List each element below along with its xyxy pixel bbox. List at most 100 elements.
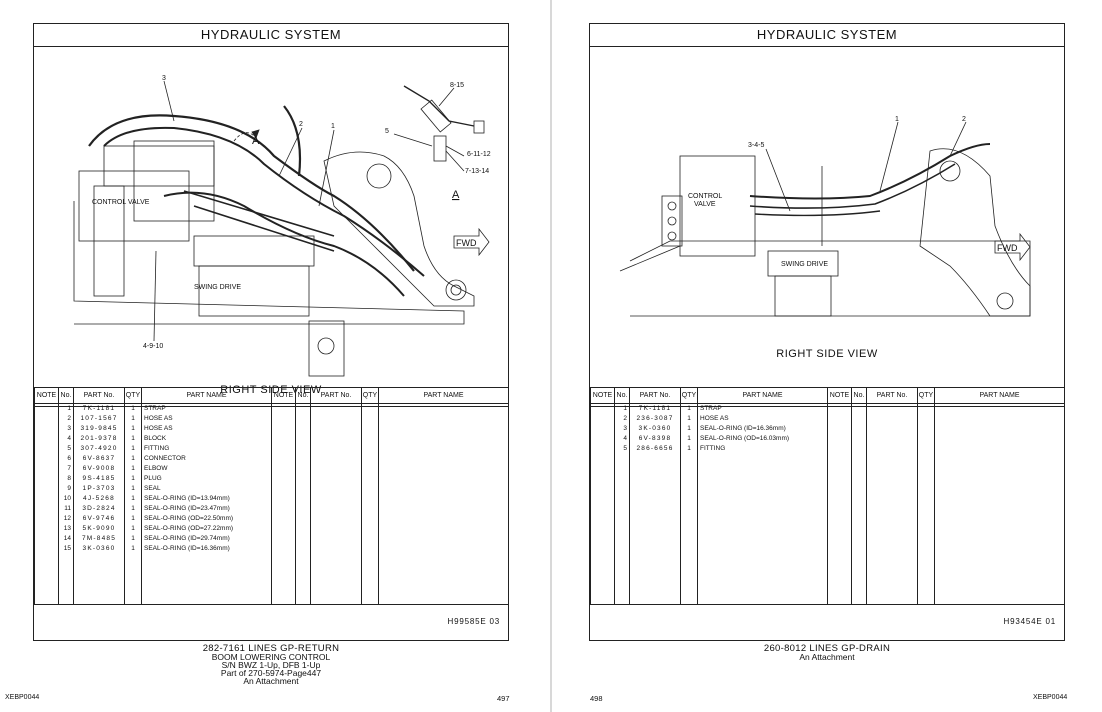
quantity: 1 <box>124 544 142 554</box>
quantity: 1 <box>680 434 698 444</box>
fwd-arrow <box>994 232 1031 262</box>
empty-cell <box>73 554 125 604</box>
item-number <box>295 474 311 484</box>
part-number: 3D-2824 <box>73 504 125 514</box>
quantity <box>361 504 379 514</box>
quantity: 1 <box>124 534 142 544</box>
quantity <box>361 474 379 484</box>
part-number <box>310 454 362 464</box>
hydraulic-diagram-left: 3 2 1 8-15 5 6-11-12 7-13-14 4-9-10 A A … <box>73 75 491 377</box>
item-number <box>295 424 311 434</box>
note-cell <box>827 444 852 454</box>
item-number: 3 <box>614 424 630 434</box>
part-name: CONNECTOR <box>141 454 272 464</box>
item-number: 2 <box>58 414 74 424</box>
note-cell <box>34 424 59 434</box>
quantity: 1 <box>680 414 698 424</box>
note-cell <box>34 454 59 464</box>
col-qty-2: QTY <box>361 387 379 404</box>
caption-line: 282-7161 LINES GP-RETURN <box>202 643 340 654</box>
item-number <box>851 444 867 454</box>
parts-diagram: 3 2 1 8-15 5 6-11-12 7-13-14 4-9-10 A A … <box>34 46 508 407</box>
empty-cell <box>141 554 272 604</box>
note-cell <box>827 434 852 444</box>
quantity <box>361 514 379 524</box>
note-cell <box>34 474 59 484</box>
part-name <box>378 414 509 424</box>
col-note: NOTE <box>34 387 59 404</box>
swing-drive-housing <box>774 275 832 317</box>
quantity <box>361 454 379 464</box>
note-cell <box>34 524 59 534</box>
quantity: 1 <box>124 444 142 454</box>
note-cell <box>271 444 296 454</box>
item-number <box>295 494 311 504</box>
note-cell <box>271 514 296 524</box>
part-name <box>378 494 509 504</box>
item-number <box>295 534 311 544</box>
upper-frame-outline <box>629 240 1031 317</box>
item-number <box>295 454 311 464</box>
quantity: 1 <box>124 494 142 504</box>
part-number <box>866 434 918 444</box>
empty-cell <box>361 554 379 604</box>
col-note-2: NOTE <box>827 387 852 404</box>
part-name <box>934 403 1065 414</box>
item-number: 14 <box>58 534 74 544</box>
empty-cell <box>271 554 296 604</box>
quantity: 1 <box>680 424 698 434</box>
part-name: SEAL-O-RING (ID=16.36mm) <box>141 544 272 554</box>
col-part-no: PART No. <box>73 387 125 404</box>
part-number: 307-4920 <box>73 444 125 454</box>
part-name <box>934 424 1065 434</box>
hydraulic-diagram-right: 1 2 3-4-5 CONTROL VALVE SWING DRIVE FWD <box>619 116 1031 317</box>
page-number: 497 <box>497 694 510 703</box>
note-cell <box>590 424 615 434</box>
part-number <box>310 474 362 484</box>
detail-fitting <box>403 85 475 127</box>
note-cell <box>590 434 615 444</box>
part-name: PLUG <box>141 474 272 484</box>
callout-4-9-10: 4-9-10 <box>143 343 163 350</box>
page-gutter <box>550 0 552 712</box>
empty-cell <box>934 454 1065 604</box>
quantity <box>917 424 935 434</box>
quantity: 1 <box>124 504 142 514</box>
note-cell <box>34 464 59 474</box>
document-code: XEBP0044 <box>5 694 40 701</box>
part-name: SEAL-O-RING (OD=27.22mm) <box>141 524 272 534</box>
callout-5: 5 <box>385 128 389 135</box>
part-number: 5K-9090 <box>73 524 125 534</box>
part-number: 1P-3703 <box>73 484 125 494</box>
item-number: 8 <box>58 474 74 484</box>
item-number <box>295 414 311 424</box>
part-number: 236-3087 <box>629 414 681 424</box>
quantity <box>917 444 935 454</box>
item-number: 10 <box>58 494 74 504</box>
quantity: 1 <box>124 434 142 444</box>
callout-3-4-5: 3-4-5 <box>748 142 764 149</box>
callout-8-15: 8-15 <box>450 82 464 89</box>
note-cell <box>34 414 59 424</box>
quantity <box>361 464 379 474</box>
col-note: NOTE <box>590 387 615 404</box>
callout-6-11-12: 6-11-12 <box>467 151 491 158</box>
part-number <box>310 524 362 534</box>
quantity: 1 <box>124 424 142 434</box>
part-name: STRAP <box>697 403 828 414</box>
valve-stack <box>103 145 215 187</box>
note-cell <box>34 534 59 544</box>
part-number <box>310 403 362 414</box>
control-valve-label: VALVE <box>694 201 716 208</box>
item-number <box>295 444 311 454</box>
boom-bracket <box>323 151 475 307</box>
arrow-a-label: A <box>252 135 260 147</box>
empty-cell <box>614 454 630 604</box>
empty-cell <box>378 554 509 604</box>
